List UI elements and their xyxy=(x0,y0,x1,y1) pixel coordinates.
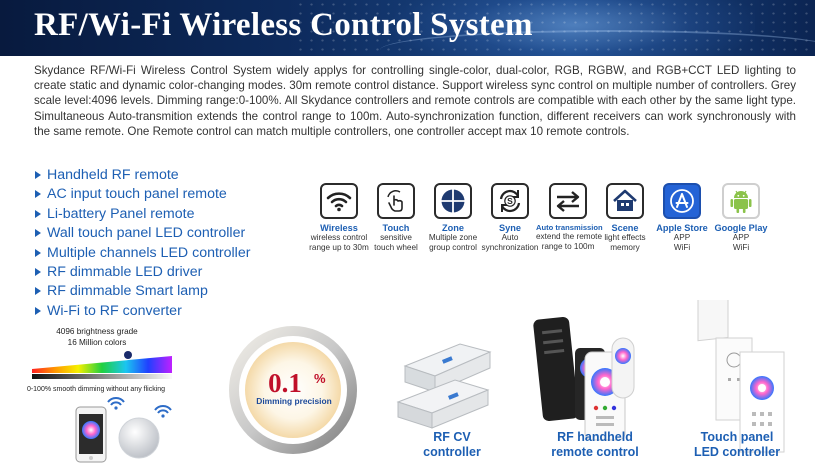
feature-desc: APP xyxy=(732,233,750,242)
touch-panel-controller-image xyxy=(697,300,785,453)
feature-google-play: Google Play APP WiFi xyxy=(709,183,773,254)
sync-icon: S xyxy=(499,189,521,213)
colors-label: 16 Million colors xyxy=(68,338,127,347)
list-item: RF dimmable LED driver xyxy=(34,263,250,282)
feature-desc: touch wheel xyxy=(374,243,418,253)
house-icon xyxy=(613,189,637,211)
wifi-signal-icon xyxy=(154,405,172,418)
feature-desc: WiFi xyxy=(673,243,691,253)
color-gradient-bar xyxy=(32,356,172,373)
banner-wave xyxy=(380,30,815,56)
feature-name: Zone xyxy=(442,223,464,233)
list-item: Li-battery Panel remote xyxy=(34,205,250,224)
smooth-dimming-label: 0-100% smooth dimming without any flicki… xyxy=(27,386,165,393)
list-item: Wi-Fi to RF converter xyxy=(34,302,250,321)
feature-desc: sensitive xyxy=(380,233,412,242)
rf-handheld-remote-image xyxy=(533,316,635,441)
touch-hand-icon xyxy=(387,190,403,212)
feature-name: Touch xyxy=(382,223,410,233)
list-item: Wall touch panel LED controller xyxy=(34,224,250,243)
bullet-triangle-icon xyxy=(35,190,41,199)
feature-desc: Auto xyxy=(501,233,519,242)
indicator-dot xyxy=(124,351,132,359)
svg-text:S: S xyxy=(507,196,513,206)
product-caption-touch-panel: Touch panel LED controller xyxy=(693,430,781,459)
intro-paragraph: Skydance RF/Wi-Fi Wireless Control Syste… xyxy=(34,64,796,138)
bullet-triangle-icon xyxy=(35,268,41,277)
wifi-icon xyxy=(326,192,352,212)
product-caption-rf-handheld: RF handheld remote control xyxy=(551,430,639,459)
brightness-label: 4096 brightness grade xyxy=(56,327,138,336)
feature-desc: wireless control xyxy=(310,233,368,242)
feature-zone: Zone Multiple zone group control xyxy=(421,183,485,254)
list-item: RF dimmable Smart lamp xyxy=(34,282,250,301)
feature-desc: Multiple zone xyxy=(428,233,478,242)
dimming-graphic: 4096 brightness grade 16 Million colors … xyxy=(27,327,172,463)
smartphone-image xyxy=(75,406,107,463)
product-caption-rf-cv: RF CV controller xyxy=(423,430,481,459)
feature-desc: range to 100m xyxy=(541,242,595,252)
precision-unit: % xyxy=(314,371,326,386)
bullet-triangle-icon xyxy=(35,306,41,315)
feature-sync: S Syne Auto synchronization xyxy=(478,183,542,254)
grey-gradient-bar xyxy=(32,374,172,379)
bullet-triangle-icon xyxy=(35,229,41,238)
feature-desc: light effects xyxy=(604,233,646,242)
feature-desc: WiFi xyxy=(732,243,750,253)
wifi-signal-icon xyxy=(107,397,125,410)
feature-desc: group control xyxy=(429,243,477,253)
feature-auto-transmission: Auto transmission extend the remote rang… xyxy=(536,183,603,253)
arrows-icon xyxy=(556,191,580,212)
feature-touch: Touch sensitive touch wheel xyxy=(364,183,428,254)
feature-name: Syne xyxy=(499,223,521,233)
precision-value: 0.1 xyxy=(268,368,302,398)
bullet-triangle-icon xyxy=(35,287,41,296)
feature-name: Google Play xyxy=(714,223,768,233)
zone-circle-icon xyxy=(441,189,465,213)
feature-wireless: Wireless wireless control range up to 30… xyxy=(307,183,371,254)
bullet-triangle-icon xyxy=(35,209,41,218)
rf-cv-controller-image xyxy=(396,343,492,429)
feature-name: Apple Store xyxy=(656,223,708,233)
feature-name: Auto transmission xyxy=(536,223,603,232)
bullet-triangle-icon xyxy=(35,248,41,257)
android-icon xyxy=(730,190,752,213)
list-item: Multiple channels LED controller xyxy=(34,244,250,263)
header-banner: RF/Wi-Fi Wireless Control System xyxy=(0,0,815,56)
feature-desc: APP xyxy=(673,233,691,242)
app-store-icon xyxy=(670,189,694,213)
bullet-triangle-icon xyxy=(35,171,41,179)
feature-icon-row: Wireless wireless control range up to 30… xyxy=(307,183,777,263)
feature-desc: memory xyxy=(610,243,640,253)
feature-list: Handheld RF remote AC input touch panel … xyxy=(34,166,250,321)
wifi-hub-image xyxy=(118,417,160,459)
feature-apple-store: Apple Store APP WiFi xyxy=(650,183,714,254)
product-showcase: 4096 brightness grade 16 Million colors … xyxy=(27,300,785,463)
feature-desc: synchronization xyxy=(481,243,539,253)
feature-name: Wireless xyxy=(320,223,358,233)
feature-desc: extend the remote xyxy=(536,232,602,241)
feature-scene: Scene light effects memory xyxy=(593,183,657,254)
precision-label: Dimming precision xyxy=(256,396,331,406)
precision-dial: 0.1 % Dimming precision xyxy=(229,326,357,454)
list-item: AC input touch panel remote xyxy=(34,185,250,204)
feature-desc: range up to 30m xyxy=(309,243,369,253)
feature-name: Scene xyxy=(611,223,639,233)
list-item: Handheld RF remote xyxy=(34,166,250,185)
page-title: RF/Wi-Fi Wireless Control System xyxy=(34,7,533,43)
